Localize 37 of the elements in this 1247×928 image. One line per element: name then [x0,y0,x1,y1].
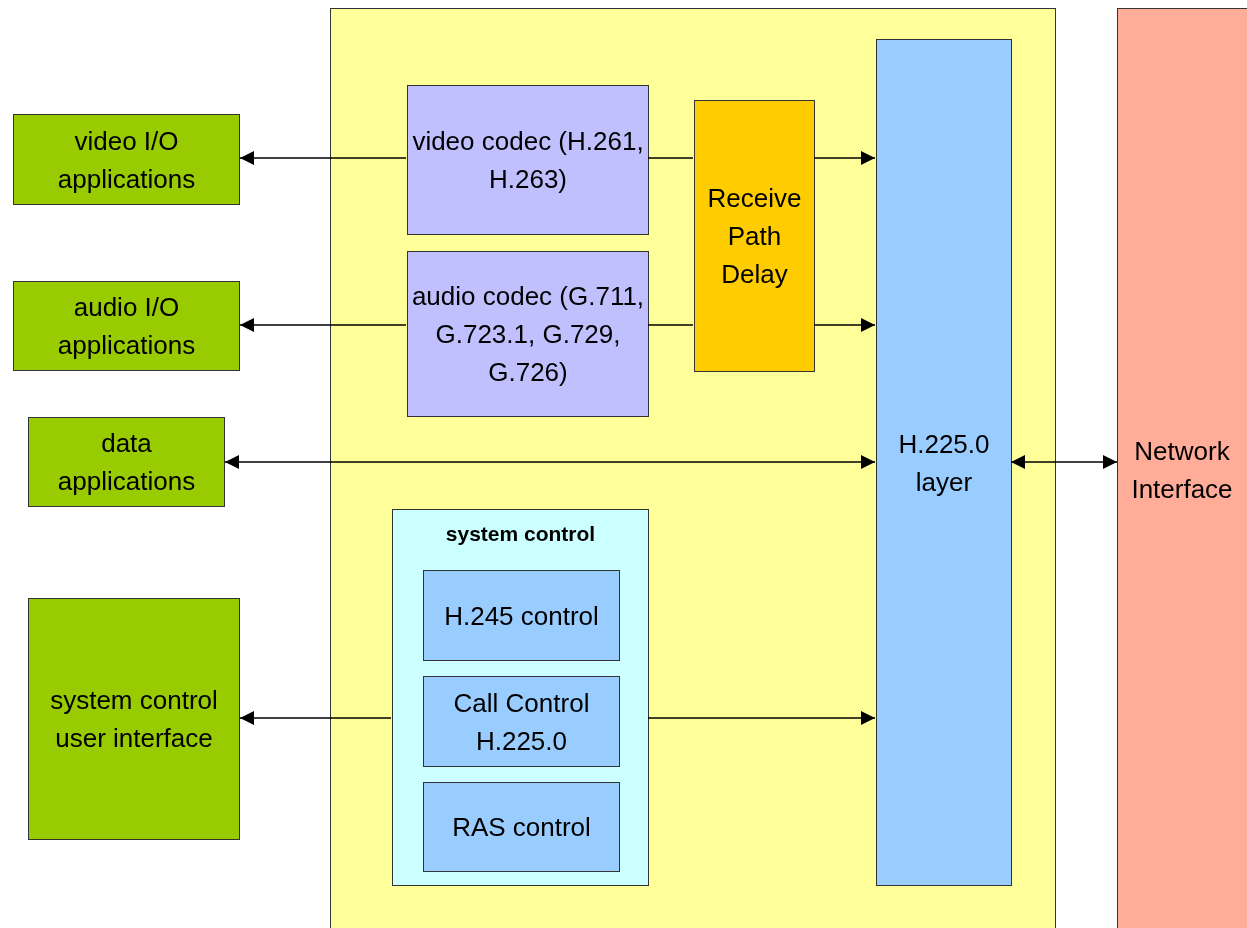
delay-box [694,100,815,372]
layer-box [876,39,1012,886]
box-label: H.225.0 layer [897,427,991,499]
box-label: system control user interface [49,684,219,755]
application-box [13,281,240,371]
box-label: video I/O applications [56,124,197,196]
group-heading: system control [444,521,597,547]
arrow [239,711,392,725]
control-box [423,676,620,767]
codec-box [407,85,649,235]
application-box [28,598,240,840]
connector-line [647,157,694,159]
application-box [28,417,225,507]
arrow [239,151,407,165]
control-box [423,570,620,661]
control-box [423,782,620,872]
arrow [813,151,876,165]
box-label: RAS control [452,811,591,844]
box-label: audio I/O applications [56,291,197,362]
box-label: audio codec (G.711, G.723.1, G.729, G.726) [410,280,646,389]
box-label: video codec (H.261, H.263) [411,125,645,196]
network-box [1117,8,1247,928]
box-label: data applications [56,427,197,498]
control-group-box [392,509,649,886]
connector-line [647,324,694,326]
arrow [1010,455,1118,469]
box-label: Receive Path Delay [706,182,803,291]
codec-box [407,251,649,417]
box-label: Network Interface [1130,434,1234,506]
arrow [813,318,876,332]
arrow [239,318,407,332]
arrow [647,711,876,725]
box-label: Call Control H.225.0 [452,686,591,758]
arrow [224,455,876,469]
terminal-panel [330,8,1056,928]
application-box [13,114,240,205]
box-label: H.245 control [444,599,599,633]
